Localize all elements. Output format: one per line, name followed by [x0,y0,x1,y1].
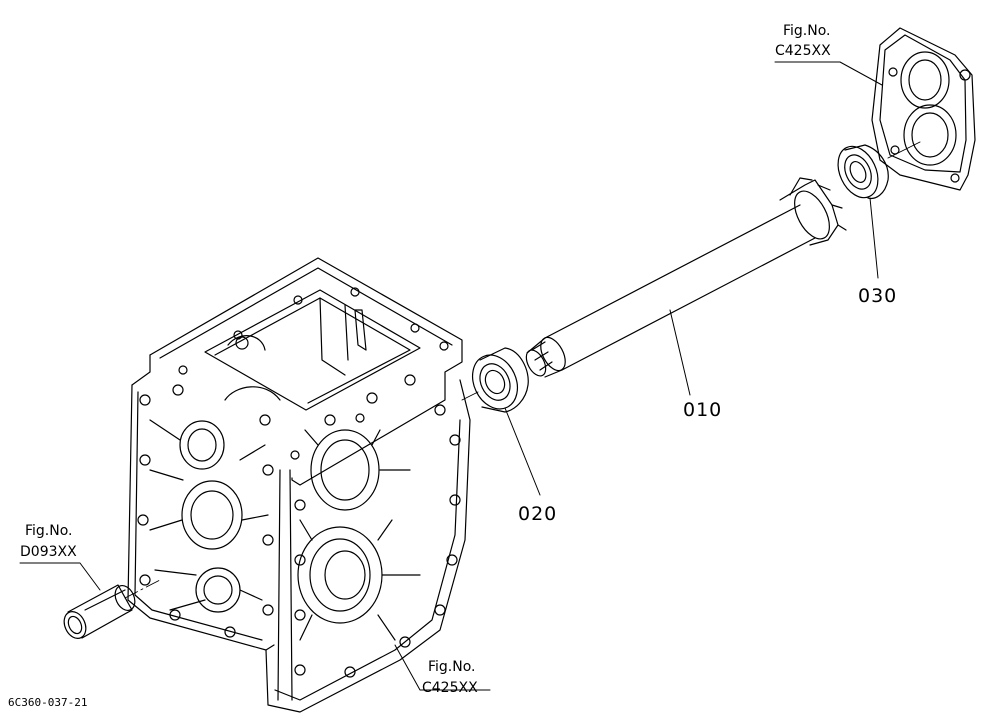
part-number-bearing-front: 020 [518,503,558,525]
drawing-code: 6C360-037-21 [8,696,88,709]
bearing-030 [837,144,889,200]
bearing-020 [471,347,529,413]
leader-lines [19,61,883,691]
sleeve-part [63,584,136,639]
bottom-ref-line2: C425XX [422,680,478,696]
part-number-shaft: 010 [683,399,723,421]
rear-cover [871,27,976,191]
left-ref-line2: D093XX [20,544,77,560]
left-ref-line1: Fig.No. [25,523,73,539]
shaft-010 [525,177,847,378]
top-ref-line1: Fig.No. [783,23,831,39]
top-ref-line2: C425XX [775,43,831,59]
part-number-bearing-rear: 030 [858,285,898,307]
transmission-case [127,257,471,713]
bottom-ref-line1: Fig.No. [428,659,476,675]
assembly-axis [124,141,921,599]
